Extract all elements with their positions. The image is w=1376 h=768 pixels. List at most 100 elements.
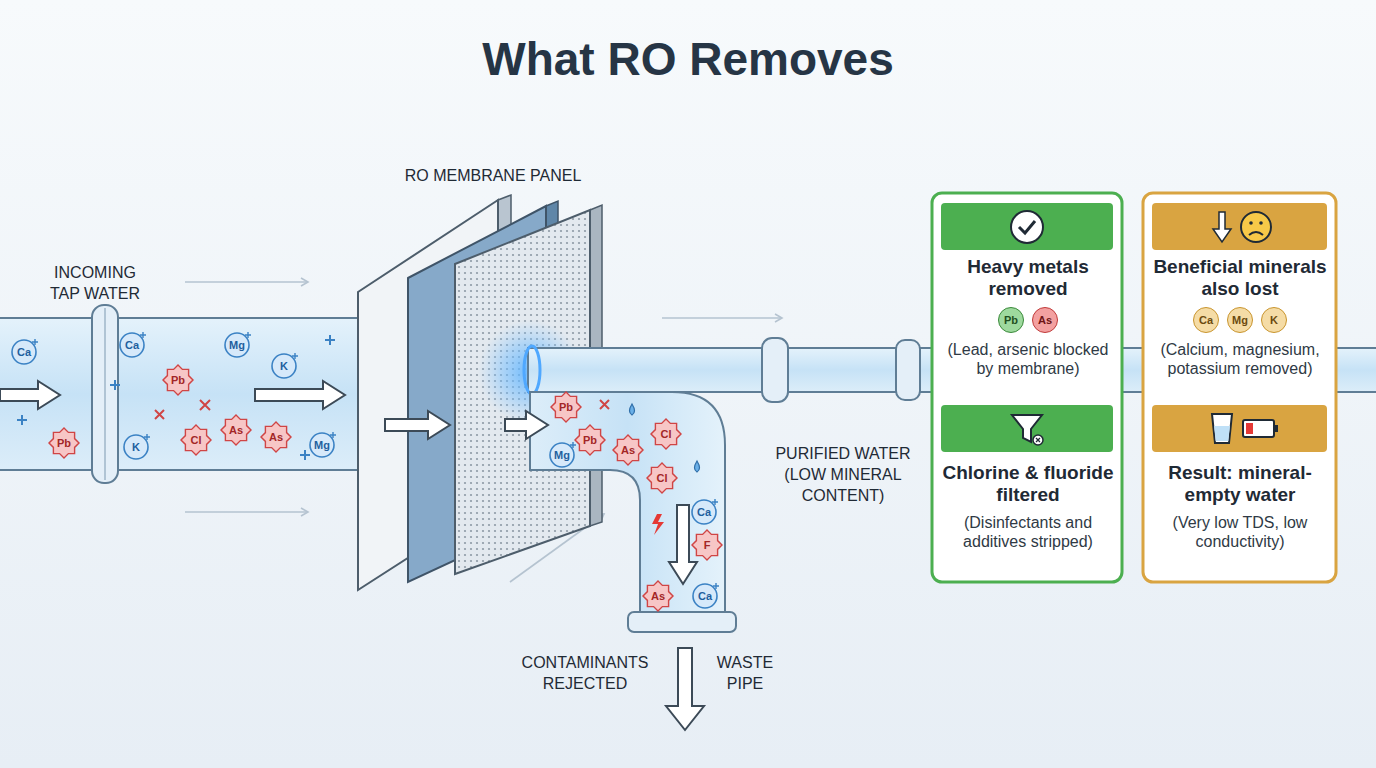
ion-symbol: Ca bbox=[692, 500, 716, 524]
charge-mark bbox=[140, 332, 146, 338]
contaminant-ion bbox=[261, 422, 291, 452]
diagram-label: RO MEMBRANE PANEL bbox=[393, 165, 593, 186]
ion-symbol: Pb bbox=[52, 431, 76, 455]
result-card: Chlorine & fluoride filtered (Disinfectan… bbox=[940, 462, 1116, 551]
drawback-panel bbox=[1143, 193, 1336, 582]
charge-mark bbox=[245, 332, 251, 338]
check-icon bbox=[1011, 211, 1043, 243]
contaminant-ion bbox=[551, 392, 581, 422]
ion-symbol: Pb bbox=[166, 368, 190, 392]
ion-symbol: Cl bbox=[654, 422, 678, 446]
water-drop bbox=[630, 404, 635, 415]
charge-mark bbox=[712, 499, 718, 505]
flow-arrow bbox=[385, 411, 450, 439]
card-title: Beneficial minerals also lost bbox=[1150, 256, 1330, 300]
mineral-ion bbox=[310, 433, 334, 457]
pipe-collar bbox=[896, 340, 920, 400]
pipe-collar bbox=[92, 305, 118, 483]
ion-symbol: K bbox=[272, 354, 296, 378]
diagram-label: INCOMING TAP WATER bbox=[45, 262, 145, 304]
card-description: (Disinfectants and additives stripped) bbox=[940, 513, 1116, 551]
diagram-label: WASTE PIPE bbox=[712, 652, 778, 694]
flow-arrow bbox=[505, 411, 548, 439]
element-badge: Ca bbox=[1193, 307, 1219, 333]
badge-row: CaMgK bbox=[1150, 307, 1330, 333]
flow-arrow bbox=[0, 381, 60, 409]
card-description: (Very low TDS, low conductivity) bbox=[1150, 513, 1330, 551]
ion-symbol: Mg bbox=[310, 433, 334, 457]
ion-symbol: F bbox=[695, 533, 719, 557]
ion-symbol: As bbox=[646, 584, 670, 608]
ion-symbol: Pb bbox=[554, 395, 578, 419]
card-band bbox=[1152, 405, 1327, 452]
mineral-ion bbox=[550, 443, 574, 467]
card-band bbox=[1152, 203, 1327, 250]
ion-symbol: Mg bbox=[550, 443, 574, 467]
ion-symbol: K bbox=[124, 435, 148, 459]
plus-marks bbox=[17, 335, 335, 460]
pipe-opening bbox=[524, 346, 540, 394]
element-badge: As bbox=[1032, 307, 1058, 333]
flow-hint bbox=[185, 281, 308, 283]
mineral-ion bbox=[272, 354, 296, 378]
funnel-icon bbox=[1012, 415, 1043, 445]
flow-hint bbox=[185, 511, 308, 513]
contaminant-ion bbox=[221, 415, 251, 445]
ion-symbol: Ca bbox=[12, 340, 36, 364]
benefit-panel bbox=[932, 193, 1122, 582]
cross-marks bbox=[155, 400, 609, 419]
flow-hint bbox=[662, 317, 782, 319]
ion-symbol: As bbox=[224, 418, 248, 442]
card-description: (Calcium, magnesium, potassium removed) bbox=[1150, 340, 1330, 378]
contaminant-ion bbox=[647, 463, 677, 493]
contaminant-ion bbox=[613, 435, 643, 465]
ion-symbol: Cl bbox=[184, 428, 208, 452]
flow-arrow bbox=[255, 381, 345, 409]
card-title: Result: mineral-empty water bbox=[1150, 462, 1330, 506]
contaminant-ion bbox=[643, 581, 673, 611]
result-card: Result: mineral-empty water (Very low TDS… bbox=[1150, 462, 1330, 551]
charge-mark bbox=[32, 339, 38, 345]
charge-mark bbox=[570, 442, 576, 448]
mineral-ion bbox=[124, 435, 148, 459]
contaminant-ion bbox=[163, 365, 193, 395]
badge-row: Pb As bbox=[940, 307, 1116, 333]
cup-icon bbox=[1212, 414, 1232, 443]
inlet-pipe bbox=[0, 318, 360, 470]
diagram-label: CONTAMINANTS REJECTED bbox=[505, 652, 665, 694]
element-badge: Pb bbox=[998, 307, 1024, 333]
water-drop bbox=[695, 461, 700, 472]
charge-mark bbox=[713, 583, 719, 589]
result-card: Heavy metals removedPbAs(Lead, arsenic b… bbox=[940, 256, 1116, 378]
sad-face-icon bbox=[1241, 212, 1271, 242]
mineral-ion bbox=[120, 333, 144, 357]
mineral-ion bbox=[692, 500, 716, 524]
pipe-flange bbox=[628, 612, 736, 632]
result-card: Beneficial minerals also lostCaMgK (Calci… bbox=[1150, 256, 1330, 378]
lightning-mark bbox=[652, 514, 664, 535]
card-band bbox=[941, 405, 1113, 452]
ion-symbol: Ca bbox=[120, 333, 144, 357]
contaminant-ion bbox=[181, 425, 211, 455]
charge-mark bbox=[144, 434, 150, 440]
element-badge: K bbox=[1261, 307, 1287, 333]
ion-symbol: Pb bbox=[578, 428, 602, 452]
card-title: Chlorine & fluoride filtered bbox=[940, 462, 1116, 506]
down-arrow-icon bbox=[1213, 212, 1231, 242]
diagram-title: What RO Removes bbox=[0, 32, 1376, 86]
contaminant-ion bbox=[651, 419, 681, 449]
reject-arrow bbox=[666, 648, 704, 730]
charge-mark bbox=[292, 353, 298, 359]
ion-symbol: As bbox=[616, 438, 640, 462]
contaminant-ion bbox=[575, 425, 605, 455]
pipe-collar bbox=[762, 338, 788, 402]
card-title: Heavy metals removed bbox=[940, 256, 1116, 300]
charge-mark bbox=[330, 432, 336, 438]
collar-seam bbox=[104, 308, 106, 480]
mineral-ion bbox=[225, 333, 249, 357]
waste-pipe bbox=[530, 392, 725, 618]
ion-symbol: As bbox=[264, 425, 288, 449]
ion-symbol: Ca bbox=[693, 584, 717, 608]
contaminant-ion bbox=[692, 530, 722, 560]
